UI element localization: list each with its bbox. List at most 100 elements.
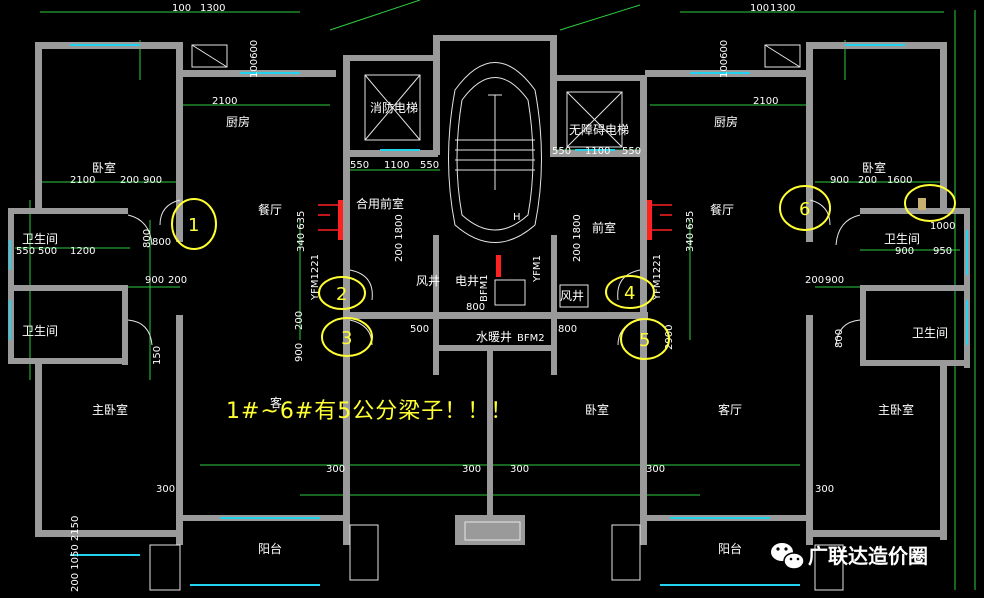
svg-text:6: 6 bbox=[799, 199, 810, 220]
room-shared-lobby: 合用前室 bbox=[356, 196, 404, 211]
svg-text:4: 4 bbox=[624, 283, 635, 304]
dim-shaft-500: 500 bbox=[410, 324, 429, 335]
watermark-text: 广联达造价圈 bbox=[808, 544, 928, 568]
room-water-heating-shaft: 水暖井 bbox=[476, 330, 512, 344]
room-wind-shaft-right: 风井 bbox=[560, 289, 584, 303]
dim-elev-550-b: 550 bbox=[420, 160, 439, 171]
svg-text:2: 2 bbox=[336, 284, 347, 305]
dim-kitchen-right: 2100 bbox=[753, 96, 778, 107]
room-wind-shaft: 风井 bbox=[416, 274, 440, 288]
vdim-bottom-left: 200 1050 2150 bbox=[70, 516, 81, 592]
dim-door-800: 800 bbox=[152, 237, 171, 248]
room-fire-elevator: 消防电梯 bbox=[370, 100, 418, 115]
marker-4: 4 bbox=[605, 275, 655, 309]
vdim-yfm-left: YFM1221 bbox=[310, 254, 321, 301]
room-bedroom-center: 卧室 bbox=[585, 402, 609, 417]
room-living-right: 客厅 bbox=[718, 402, 742, 417]
vdim-100-600-right: 100600 bbox=[719, 40, 730, 78]
dim-bath-1200: 1200 bbox=[70, 246, 95, 257]
marker-6: 6 bbox=[779, 185, 831, 231]
vdim-yfm-right: YFM1221 bbox=[652, 254, 663, 301]
dim-low-300-f: 300 bbox=[815, 484, 834, 495]
room-front-room: 前室 bbox=[592, 220, 616, 235]
beam-markers: 1 2 3 4 5 6 bbox=[171, 184, 956, 360]
vdim-200-left: 200 bbox=[294, 311, 305, 330]
room-accessible-elevator: 无障碍电梯 bbox=[569, 122, 629, 137]
dim-bath-900-r: 900 bbox=[895, 246, 914, 257]
dim-row-1600: 1600 bbox=[887, 175, 912, 186]
room-dining-left: 餐厅 bbox=[258, 202, 282, 217]
dim-row-200-r: 200 bbox=[858, 175, 877, 186]
beam-annotation: 1#~6#有5公分梁子！！！ bbox=[226, 399, 513, 424]
dim-top-right-100: 100 bbox=[750, 3, 769, 14]
svg-text:5: 5 bbox=[639, 330, 650, 351]
stair-core bbox=[448, 62, 542, 243]
vdim-340-635-right: 340 635 bbox=[685, 211, 696, 252]
room-bath-right-lower: 卫生间 bbox=[912, 326, 948, 340]
svg-text:1: 1 bbox=[188, 215, 199, 236]
vdim-100-600-left: 100600 bbox=[249, 40, 260, 78]
windows bbox=[9, 44, 968, 586]
dim-elev-550-d: 550 bbox=[622, 146, 641, 157]
vdim-800-left: 800 bbox=[142, 229, 153, 248]
stair-mark: H bbox=[513, 212, 521, 223]
vdim-200-1800-left: 200 1800 bbox=[394, 214, 405, 262]
room-bedroom-right: 卧室 bbox=[862, 160, 886, 175]
room-master-bedroom-right: 主卧室 bbox=[878, 402, 914, 417]
room-bath-left-lower: 卫生间 bbox=[22, 324, 58, 338]
room-balcony-left: 阳台 bbox=[258, 541, 282, 556]
marker-2: 2 bbox=[318, 276, 366, 310]
marker-1: 1 bbox=[171, 198, 217, 250]
dim-mid-200-r: 200 bbox=[805, 275, 824, 286]
dim-low-300-e: 300 bbox=[156, 484, 175, 495]
vdim-bfm1: BFM1 bbox=[479, 274, 490, 302]
room-electric-shaft: 电井 bbox=[455, 274, 479, 288]
dim-shaft-800-a: 800 bbox=[466, 302, 485, 313]
dim-door-1000: 1000 bbox=[930, 221, 955, 232]
dim-top-right-1300: 1300 bbox=[770, 3, 795, 14]
room-dining-right: 餐厅 bbox=[710, 202, 734, 217]
vdim-150-left: 150 bbox=[152, 346, 163, 365]
svg-text:3: 3 bbox=[341, 328, 352, 349]
dim-mid-200-l: 200 bbox=[168, 275, 187, 286]
marker-unnumbered bbox=[904, 184, 956, 222]
dim-elev-1100-a: 1100 bbox=[384, 160, 409, 171]
marker-3: 3 bbox=[321, 317, 373, 357]
wechat-icon bbox=[771, 543, 805, 570]
vdim-yfm1: YFM1 bbox=[532, 255, 543, 283]
dim-bath-550: 550 bbox=[16, 246, 35, 257]
room-living-partial: 客 bbox=[270, 395, 282, 410]
label-bfm2: BFM2 bbox=[517, 333, 545, 344]
dim-low-300-a: 300 bbox=[326, 464, 345, 475]
dim-mid-900-r: 900 bbox=[825, 275, 844, 286]
walls bbox=[8, 35, 970, 545]
dim-shaft-800-b: 800 bbox=[558, 324, 577, 335]
room-master-bedroom-left: 主卧室 bbox=[92, 402, 128, 417]
vdim-200-1800-right: 200 1800 bbox=[572, 214, 583, 262]
dim-low-300-b: 300 bbox=[462, 464, 481, 475]
dimension-labels: 100 1300 100 1300 2100 2100 550 1100 550… bbox=[16, 3, 955, 495]
vdim-800-right: 800 bbox=[834, 329, 845, 348]
room-labels: 消防电梯 无障碍电梯 厨房 厨房 卧室 卧室 餐厅 餐厅 合用前室 前室 卫生间… bbox=[22, 100, 948, 556]
room-bath-right-upper: 卫生间 bbox=[884, 232, 920, 246]
vertical-dimension-labels: 100600 100600 340 635 340 635 200 1800 2… bbox=[70, 40, 845, 592]
dim-top-left-1300: 1300 bbox=[200, 3, 225, 14]
dim-bath-500: 500 bbox=[38, 246, 57, 257]
room-balcony-right: 阳台 bbox=[718, 541, 742, 556]
dim-low-300-d: 300 bbox=[646, 464, 665, 475]
dim-row-900-r: 900 bbox=[830, 175, 849, 186]
watermark: 广联达造价圈 bbox=[771, 543, 928, 570]
fire-doors bbox=[318, 200, 672, 277]
dim-elev-550-a: 550 bbox=[350, 160, 369, 171]
dim-row-900-a: 900 bbox=[143, 175, 162, 186]
vdim-340-635-left: 340 635 bbox=[296, 211, 307, 252]
room-bath-left-upper: 卫生间 bbox=[22, 232, 58, 246]
dim-mid-900-l: 900 bbox=[145, 275, 164, 286]
vdim-900-left: 900 bbox=[294, 343, 305, 362]
dim-elev-1100-b: 1100 bbox=[585, 146, 610, 157]
dim-bath-950: 950 bbox=[933, 246, 952, 257]
marker-5: 5 bbox=[620, 318, 670, 360]
room-kitchen-right: 厨房 bbox=[714, 114, 738, 129]
dim-row-200-a: 200 bbox=[120, 175, 139, 186]
